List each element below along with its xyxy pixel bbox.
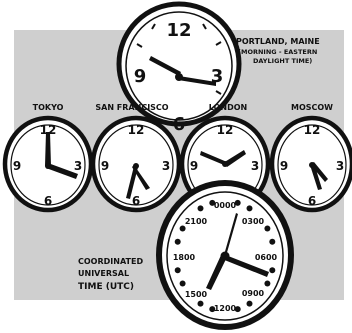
tokyo-numeral-6: 6 — [44, 194, 52, 208]
portland-hub — [175, 73, 183, 81]
utc-hour-dot — [175, 267, 181, 273]
utc-label-line3: TIME (UTC) — [78, 282, 134, 292]
clock-moscow: 12 3 6 9 — [272, 118, 352, 210]
utc-numeral-1200: 1200 — [214, 304, 237, 313]
san-francisco-hub — [133, 163, 139, 169]
portland-note-line2: DAYLIGHT TIME) — [253, 57, 312, 65]
utc-hour-dot — [175, 239, 181, 245]
moscow-numeral-3: 3 — [336, 159, 344, 173]
moscow-numeral-12: 12 — [304, 123, 321, 137]
moscow-label: MOSCOW — [291, 103, 333, 112]
utc-numeral-1800: 1800 — [173, 253, 196, 262]
utc-hour-dot — [198, 301, 204, 307]
san-francisco-label: SAN FRANCISCO — [95, 103, 168, 112]
san-francisco-numeral-3: 3 — [162, 159, 170, 173]
san-francisco-numeral-12: 12 — [128, 123, 145, 137]
utc-numeral-2100: 2100 — [185, 217, 208, 226]
moscow-numeral-6: 6 — [308, 194, 316, 208]
tokyo-minute-hand — [45, 132, 51, 166]
utc-numeral-0300: 0300 — [242, 217, 265, 226]
utc-label-line1: COORDINATED — [78, 257, 143, 266]
tokyo-numeral-9: 9 — [13, 159, 21, 173]
portland-label: PORTLAND, MAINE — [236, 37, 320, 46]
portland-note-line1: (MORNING - EASTERN — [238, 48, 317, 56]
tokyo-hub — [45, 163, 51, 169]
utc-hour-dot — [198, 205, 204, 211]
utc-hour-dot — [264, 281, 270, 287]
utc-label-line2: UNIVERSAL — [78, 269, 129, 278]
san-francisco-numeral-9: 9 — [101, 159, 109, 173]
utc-numeral-0900: 0900 — [242, 289, 265, 298]
clock-tokyo: 12 3 6 9 — [5, 118, 91, 210]
utc-numeral-0000: 0000 — [214, 201, 237, 210]
utc-hour-dot — [180, 226, 186, 232]
san-francisco-numeral-6: 6 — [132, 194, 140, 208]
london-hub — [222, 161, 228, 167]
london-numeral-9: 9 — [190, 159, 198, 173]
london-numeral-12: 12 — [217, 123, 234, 137]
portland-numeral-6: 6 — [173, 114, 186, 135]
portland-numeral-9: 9 — [134, 66, 147, 87]
london-label: LONDON — [209, 103, 247, 112]
london-numeral-3: 3 — [251, 159, 259, 173]
utc-numeral-1500: 1500 — [185, 290, 208, 299]
clock-utc: 0000 0300 0600 0900 1200 1500 1800 2100 — [159, 183, 291, 327]
tokyo-numeral-3: 3 — [74, 159, 82, 173]
utc-hour-dot — [264, 226, 270, 232]
utc-numeral-0600: 0600 — [255, 253, 278, 262]
moscow-numeral-9: 9 — [280, 159, 288, 173]
utc-hour-dot — [269, 239, 275, 245]
utc-hour-dot — [180, 281, 186, 287]
utc-hour-dot — [247, 205, 253, 211]
utc-hour-dot — [269, 267, 275, 273]
utc-hour-dot — [247, 301, 253, 307]
portland-numeral-12: 12 — [166, 20, 191, 41]
clock-san-francisco: 12 3 6 9 — [93, 118, 179, 210]
moscow-hub — [309, 162, 315, 168]
utc-hub — [221, 252, 230, 261]
tokyo-label: TOKYO — [33, 103, 64, 112]
